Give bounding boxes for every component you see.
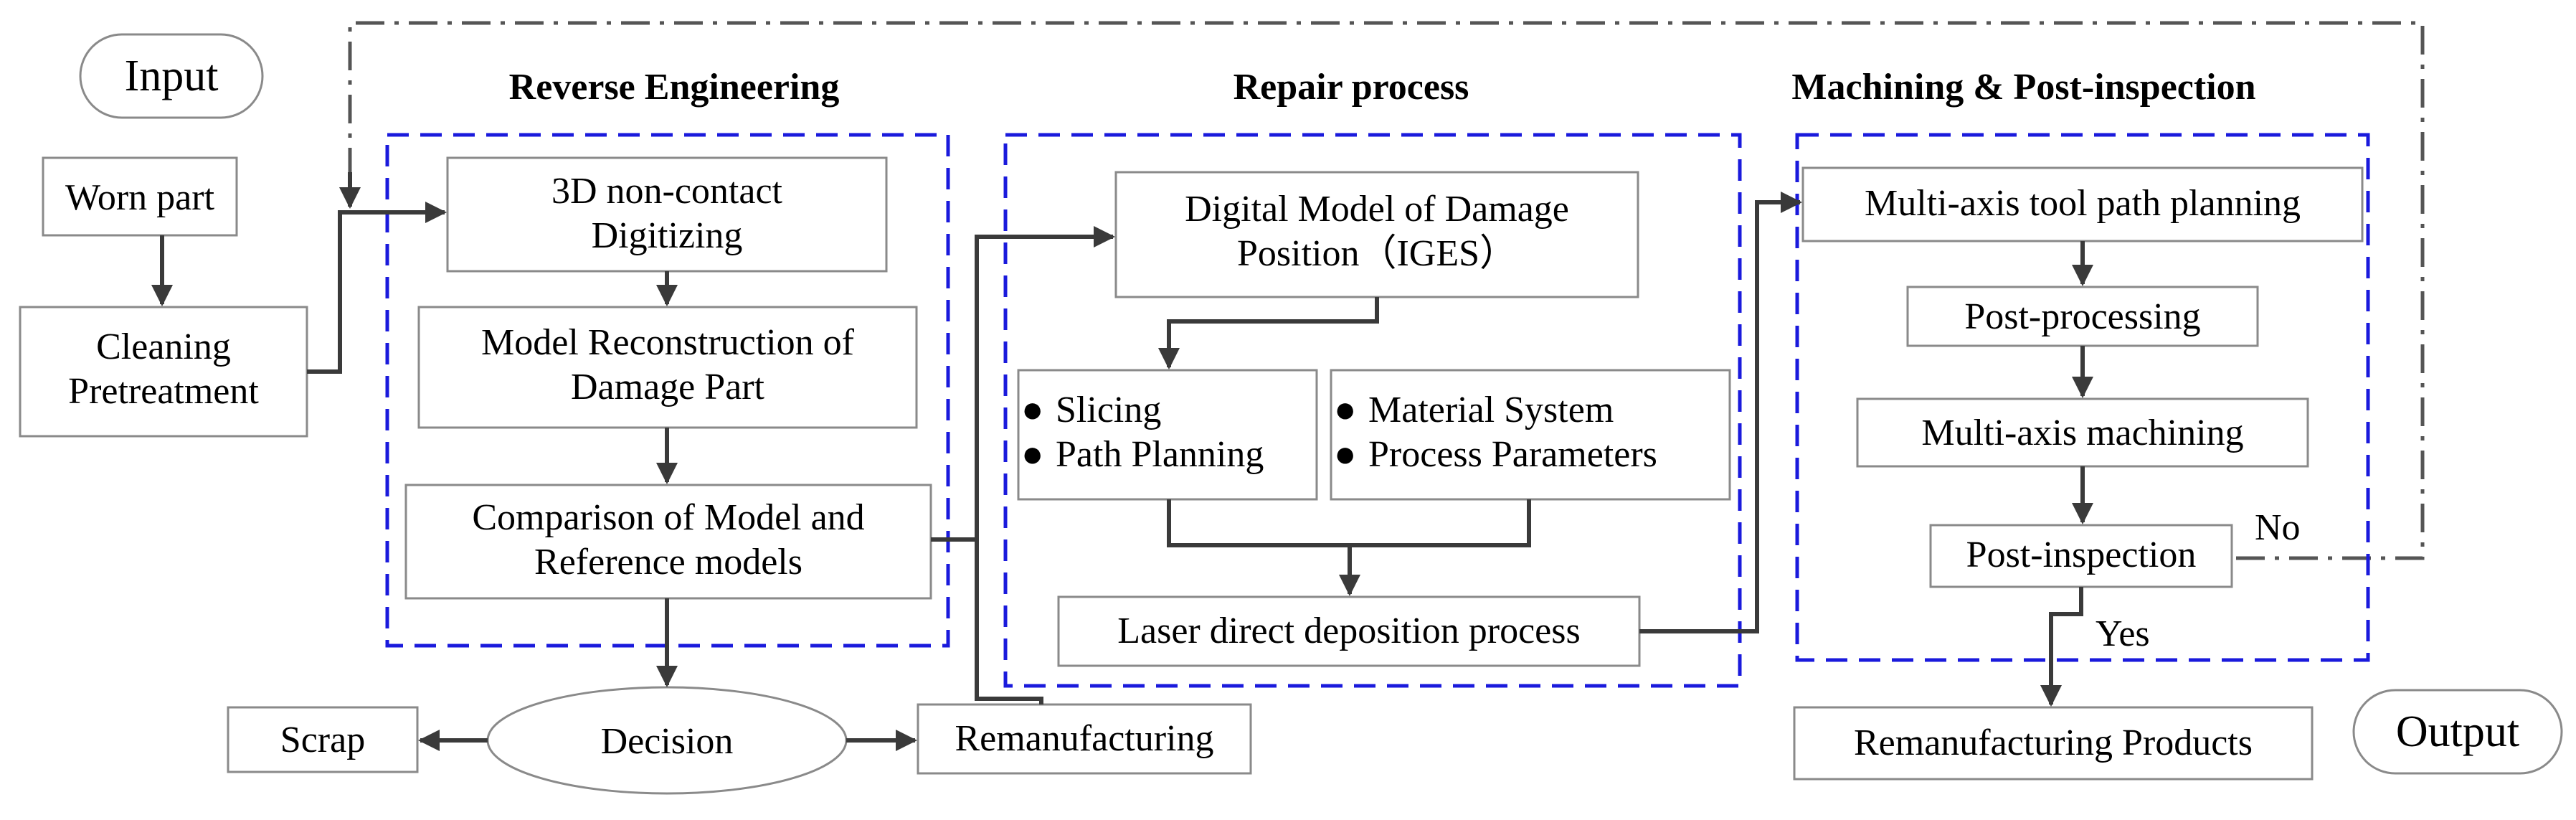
section-title-reverse-engineering: Reverse Engineering [509, 67, 840, 108]
cleaning-label-line2: Pretreatment [68, 371, 259, 412]
products-box [1793, 706, 2314, 781]
reconstruction-label-line2: Damage Part [571, 367, 765, 407]
products-label: Remanufacturing Products [1854, 722, 2253, 763]
slicing-box [1017, 369, 1318, 501]
cleaning-label-line1: Cleaning [96, 326, 231, 367]
input-terminal-label: Input [125, 52, 219, 100]
repair-process-group [1003, 133, 1742, 688]
material-system-label: Material System [1368, 390, 1614, 430]
scrap-label: Scrap [280, 720, 365, 760]
post-processing-label: Post-processing [1964, 296, 2200, 337]
arrow-digital-model-to-slicing [1158, 297, 1379, 369]
digital-model-box [1114, 171, 1639, 298]
toolpath-label: Multi-axis tool path planning [1865, 183, 2301, 224]
arrow-inspection-to-products [2040, 587, 2083, 707]
yes-edge-label: Yes [2096, 613, 2150, 654]
reconstruction-box [417, 306, 918, 429]
arrow-slicing-merge [1167, 499, 1531, 547]
section-title-machining: Machining & Post-inspection [1791, 67, 2255, 108]
post-inspection-box [1929, 524, 2233, 588]
digital-model-label-line2: Position（IGES） [1237, 233, 1517, 274]
reverse-engineering-group [385, 133, 950, 648]
post-inspection-label: Post-inspection [1966, 534, 2197, 575]
laser-deposition-label: Laser direct deposition process [1117, 611, 1580, 651]
process-parameters-bullet: ● [1334, 434, 1356, 475]
digitizing-label-line1: 3D non-contact [551, 171, 783, 212]
toolpath-box [1801, 166, 2364, 242]
machining-box [1856, 397, 2309, 468]
digitizing-label-line2: Digitizing [592, 215, 743, 256]
section-title-repair-process: Repair process [1233, 67, 1469, 108]
output-terminal-label: Output [2396, 707, 2519, 756]
remanufacturing-box [917, 703, 1252, 775]
comparison-box [404, 484, 932, 600]
slicing-label: Slicing [1056, 390, 1161, 430]
comparison-label-line2: Reference models [534, 542, 802, 583]
arrow-remanufacturing-to-digital-model [975, 539, 1043, 704]
arrow-cleaning-to-digitizing [307, 202, 447, 374]
no-edge-label: No [2255, 507, 2301, 548]
input-terminal [79, 33, 264, 119]
decision-label: Decision [601, 721, 734, 762]
slicing-bullet: ● [1021, 390, 1043, 430]
worn-part-label: Worn part [65, 177, 215, 218]
digital-model-label-line1: Digital Model of Damage [1185, 189, 1569, 230]
worn-part-box [42, 156, 238, 237]
feedback-loop-line [348, 21, 2425, 560]
process-parameters-label: Process Parameters [1368, 434, 1657, 475]
arrow-comparison-to-digital-model [931, 226, 1115, 542]
arrow-laser-to-toolpath [1639, 192, 1802, 633]
laser-deposition-box [1057, 595, 1641, 667]
path-planning-bullet: ● [1021, 434, 1043, 475]
machining-label: Multi-axis machining [1921, 413, 2243, 453]
digitizing-box [446, 156, 888, 273]
reconstruction-label-line1: Model Reconstruction of [481, 322, 855, 363]
remanufacturing-label: Remanufacturing [955, 718, 1214, 759]
scrap-box [227, 706, 419, 773]
post-processing-box [1906, 286, 2259, 347]
output-terminal [2352, 689, 2563, 775]
machining-group [1795, 133, 2370, 662]
path-planning-label: Path Planning [1056, 434, 1264, 475]
material-system-bullet: ● [1334, 390, 1356, 430]
comparison-label-line1: Comparison of Model and [472, 497, 864, 538]
